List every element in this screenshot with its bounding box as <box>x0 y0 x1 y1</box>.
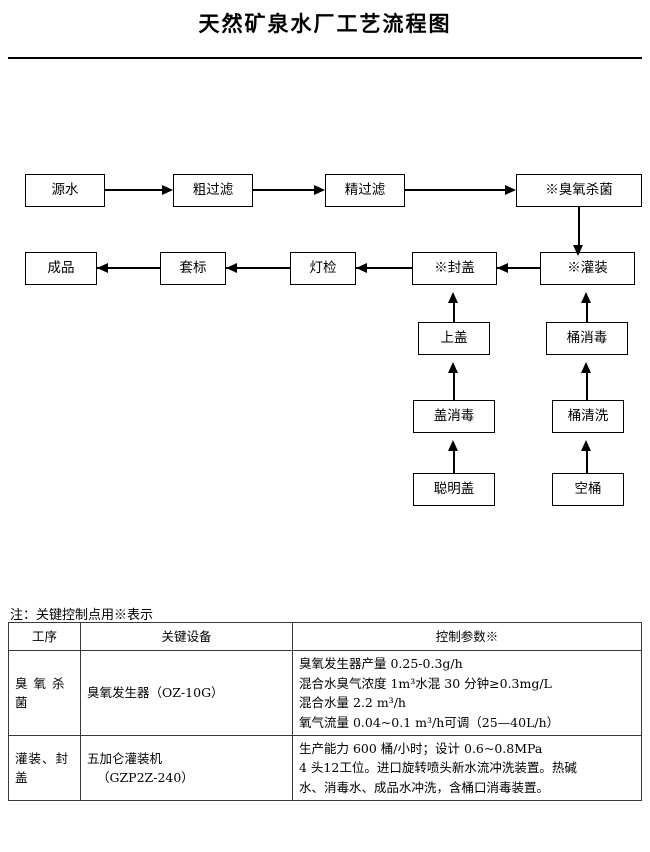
table-row: 臭 氧 杀 菌 臭氧发生器（OZ-10G） 臭氧发生器产量 0.25-0.3g/… <box>8 650 642 736</box>
arrowhead-up-icon <box>448 440 458 451</box>
arrowhead-right-icon <box>314 184 325 195</box>
table-cell-equipment: 五加仑灌装机 （GZP2Z-240） <box>80 734 293 802</box>
flow-node-label: 上盖 <box>440 329 468 346</box>
flow-node-empty-barrel[interactable]: 空桶 <box>552 473 624 506</box>
connector-lamp-to-labeling <box>226 267 290 269</box>
control-parameters-table: 工序 关键设备 控制参数※ 臭 氧 杀 菌 臭氧发生器（OZ-10G） 臭氧发生… <box>8 621 642 802</box>
arrowhead-left-icon <box>97 262 108 273</box>
param-line: 臭氧发生器产量 0.25-0.3g/h <box>299 656 463 672</box>
equipment-name: 五加仑灌装机 <box>87 750 163 766</box>
connector-labeling-to-product <box>97 267 160 269</box>
connector-source-to-coarse <box>105 189 163 191</box>
title-divider <box>8 57 642 59</box>
flow-node-filling[interactable]: ※灌装 <box>540 252 635 285</box>
flow-node-ozone-sterilize[interactable]: ※臭氧杀菌 <box>516 174 642 207</box>
flow-node-label: 粗过滤 <box>192 181 234 198</box>
flow-node-label: 源水 <box>51 181 79 198</box>
connector-barrelsterilize-to-filling <box>586 300 588 338</box>
arrowhead-right-icon <box>162 184 173 195</box>
flow-node-label: ※封盖 <box>434 259 475 276</box>
table-cell-stage: 灌装、封盖 <box>8 734 81 802</box>
flow-node-label: 空桶 <box>574 480 602 497</box>
table-cell-params: 臭氧发生器产量 0.25-0.3g/h 混合水臭气浓度 1m³水混 30 分钟≥… <box>292 650 642 736</box>
flow-node-label: 桶清洗 <box>567 407 609 424</box>
flow-node-capping[interactable]: ※封盖 <box>412 252 497 285</box>
connector-barrelwash-to-barrelsterilize <box>586 370 588 403</box>
table-cell-stage: 臭 氧 杀 菌 <box>8 650 81 736</box>
equipment-name: 臭氧发生器（OZ-10G） <box>87 685 224 701</box>
table-header-row: 工序 关键设备 控制参数※ <box>8 621 642 652</box>
flow-node-cap-on[interactable]: 上盖 <box>418 322 490 355</box>
table-header-stage: 工序 <box>8 621 81 652</box>
param-line: 混合水臭气浓度 1m³水混 30 分钟≥0.3mg/L <box>299 675 552 691</box>
flow-node-lamp-inspection[interactable]: 灯检 <box>290 252 356 285</box>
page-title: 天然矿泉水厂工艺流程图 <box>198 11 452 36</box>
flow-node-label: 套标 <box>179 259 207 276</box>
connector-smartcap-to-capsterilize <box>453 448 455 479</box>
flow-node-label: 聪明盖 <box>433 480 475 497</box>
flow-node-cap-sterilize[interactable]: 盖消毒 <box>413 400 495 433</box>
legend-note: 注：关键控制点用※表示 <box>10 608 154 623</box>
arrowhead-down-icon <box>573 245 583 256</box>
param-line: 水、消毒水、成品水冲洗，含桶口消毒装置。 <box>299 779 550 795</box>
flow-node-barrel-sterilize[interactable]: 桶消毒 <box>546 322 628 355</box>
arrowhead-up-icon <box>581 362 591 373</box>
arrowhead-left-icon <box>356 262 367 273</box>
param-line: 生产能力 600 桶/小时；设计 0.6~0.8MPa <box>299 740 543 756</box>
arrowhead-left-icon <box>226 262 237 273</box>
flow-node-finished-product[interactable]: 成品 <box>25 252 97 285</box>
arrowhead-left-icon <box>497 262 508 273</box>
table-header-equipment: 关键设备 <box>80 621 293 652</box>
connector-ozone-to-filling <box>578 207 580 250</box>
flow-node-label: ※臭氧杀菌 <box>545 181 613 198</box>
connector-capping-to-lamp <box>356 267 412 269</box>
flow-node-fine-filter[interactable]: 精过滤 <box>325 174 405 207</box>
param-line: 氧气流量 0.04~0.1 m³/h可调（25—40L/h） <box>299 714 560 730</box>
connector-capsterilize-to-capon <box>453 370 455 403</box>
flow-node-label: 精过滤 <box>344 181 386 198</box>
connector-emptybarrel-to-barrelwash <box>586 448 588 479</box>
process-flow-diagram: 源水 粗过滤 精过滤 ※臭氧杀菌 成品 套标 灯检 ※封盖 ※灌装 <box>25 174 642 506</box>
table-cell-params: 生产能力 600 桶/小时；设计 0.6~0.8MPa 4 头12工位。进口旋转… <box>292 734 642 802</box>
flow-node-barrel-wash[interactable]: 桶清洗 <box>552 400 624 433</box>
flow-node-labeling[interactable]: 套标 <box>160 252 226 285</box>
arrowhead-up-icon <box>448 362 458 373</box>
connector-filling-to-capping <box>497 267 540 269</box>
flow-node-label: 盖消毒 <box>433 407 475 424</box>
connector-fine-to-ozone <box>405 189 506 191</box>
param-line: 4 头12工位。进口旋转喷头新水流冲洗装置。热碱 <box>299 760 577 776</box>
flow-node-label: 成品 <box>47 259 75 276</box>
flow-node-source-water[interactable]: 源水 <box>25 174 105 207</box>
flow-node-coarse-filter[interactable]: 粗过滤 <box>173 174 253 207</box>
arrowhead-up-icon <box>581 440 591 451</box>
table-cell-equipment: 臭氧发生器（OZ-10G） <box>80 650 293 736</box>
flow-node-label: 桶消毒 <box>566 329 608 346</box>
equipment-model: （GZP2Z-240） <box>97 769 194 785</box>
arrowhead-right-icon <box>505 184 516 195</box>
arrowhead-up-icon <box>448 292 458 303</box>
connector-coarse-to-fine <box>253 189 315 191</box>
connector-capon-to-capping <box>453 300 455 338</box>
flow-node-label: 灯检 <box>309 259 337 276</box>
table-row: 灌装、封盖 五加仑灌装机 （GZP2Z-240） 生产能力 600 桶/小时；设… <box>8 734 642 802</box>
arrowhead-up-icon <box>581 292 591 303</box>
table-header-params: 控制参数※ <box>292 621 642 652</box>
flow-node-smart-cap[interactable]: 聪明盖 <box>413 473 495 506</box>
flow-node-label: ※灌装 <box>567 259 608 276</box>
param-line: 混合水量 2.2 m³/h <box>299 695 406 711</box>
